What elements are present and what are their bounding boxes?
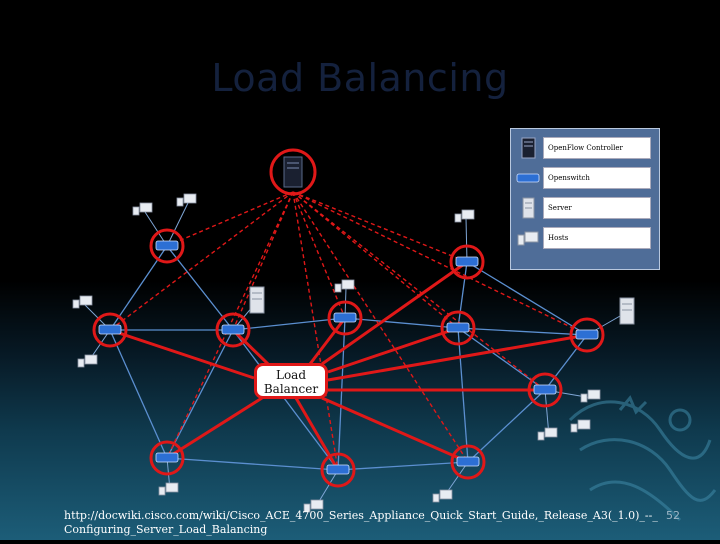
host-pc-icon [432,489,453,503]
network-links [109,245,588,471]
legend-item-server: Server [515,197,655,219]
host-pc-icon [537,427,558,441]
switch-6 [449,244,485,280]
switch-9 [149,440,185,476]
switch-11 [450,444,486,480]
legend-item-switch: Openswitch [515,167,655,189]
control-links [109,191,588,471]
load-balancer-label: Load Balancer [254,363,328,399]
host-pc-icon [72,295,93,309]
slide-title: Load Balancing [211,56,509,100]
switch-1 [149,228,185,264]
host-pc-icon [303,499,324,513]
openflow-controller [269,148,317,196]
slide-number: 52 [666,509,680,522]
host-pc-icon [570,419,591,433]
legend-label: Server [543,197,651,219]
legend-item-controller: OpenFlow Controller [515,137,655,159]
rack-server-icon [619,297,635,325]
legend: OpenFlow Controller Openswitch Server Ho… [510,128,660,270]
switch-10 [320,452,356,488]
dragon-watermark [560,380,720,544]
host-pc-icon [176,193,197,207]
host-pc-icon [132,202,153,216]
hosts [72,193,601,513]
reference-link[interactable]: http://docwiki.cisco.com/wiki/Cisco_ACE_… [64,509,658,536]
switch-4 [327,300,363,336]
host-pc-icon [580,389,601,403]
legend-label: Openswitch [543,167,651,189]
host-pc-icon [454,209,475,223]
server-tower-icon [283,156,303,188]
legend-item-hosts: Hosts [515,227,655,249]
load-balancer-links [109,260,588,471]
switch-8 [527,372,563,408]
switches [92,228,605,488]
rack-server-icon [249,286,265,314]
rack-server-icon [522,197,535,219]
switch-icon [516,173,540,183]
switch-2 [92,312,128,348]
switch-3 [215,312,251,348]
legend-label: Hosts [543,227,651,249]
legend-label: OpenFlow Controller [543,137,651,159]
switch-7 [569,317,605,353]
server-tower-icon [521,137,536,159]
host-pc-icon [517,231,539,246]
host-pc-icon [334,279,355,293]
host-pc-icon [77,354,98,368]
servers [249,286,635,325]
host-pc-icon [158,482,179,496]
switch-5 [440,310,476,346]
